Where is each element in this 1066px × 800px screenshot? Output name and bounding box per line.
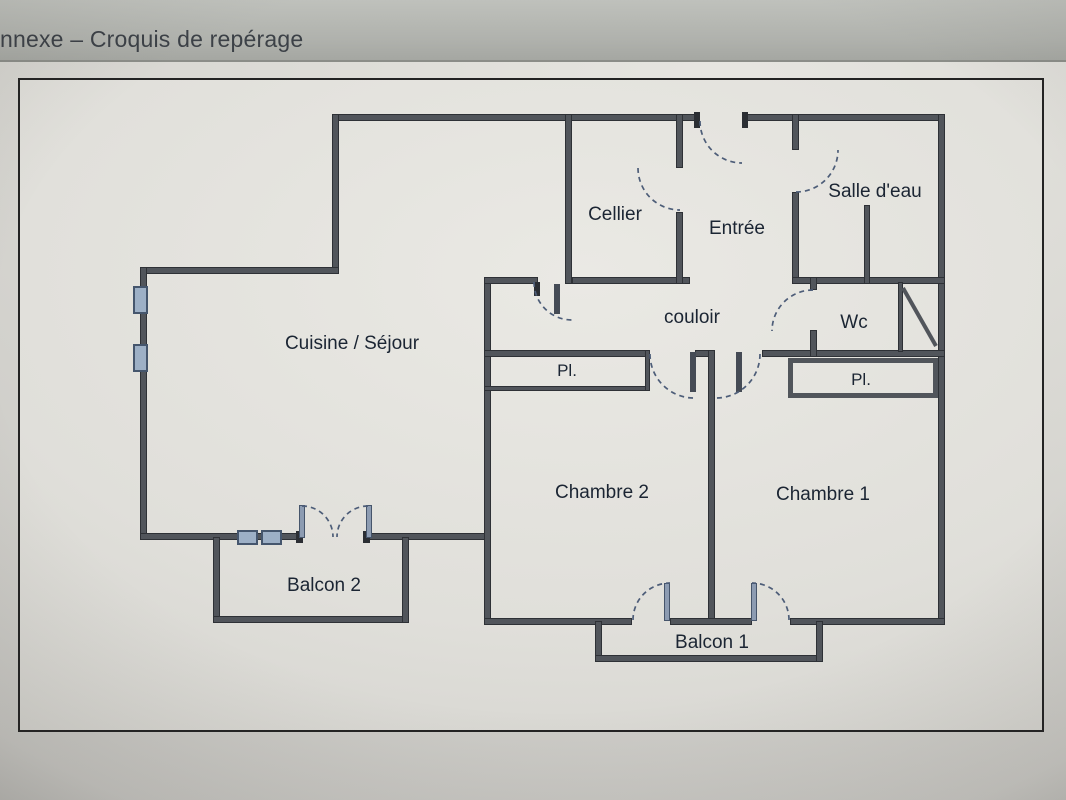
window-symbol (133, 286, 148, 314)
wall-chambre2-left (484, 277, 491, 625)
door-leaf (736, 352, 742, 392)
room-label-wc: Wc (840, 312, 868, 333)
wall-top-a (332, 114, 700, 121)
door-swing-arc (649, 353, 695, 399)
door-jamb (742, 112, 748, 128)
wall-balcon1-bottom (595, 655, 823, 662)
room-label-cuisine-sejour: Cuisine / Séjour (284, 333, 420, 354)
room-label-placard-1: Pl. (851, 370, 871, 389)
wall-top-b (742, 114, 945, 121)
room-label-chambre-1: Chambre 1 (776, 484, 870, 505)
wall-left (140, 267, 147, 540)
wall-right (938, 114, 945, 625)
door-leaf (664, 583, 670, 621)
door-jamb (694, 112, 700, 128)
page-header: nnexe – Croquis de repérage (0, 0, 1066, 62)
wall-chambres-bottom-c (790, 618, 945, 625)
wall-wc-duct (898, 282, 903, 352)
door-swing-arc (301, 505, 334, 538)
window-symbol (133, 344, 148, 372)
door-leaf (299, 505, 305, 538)
wall-couloir-top-a (484, 277, 538, 284)
wall-chambres-bottom-b (670, 618, 752, 625)
wall-couloir-top-b (572, 277, 690, 284)
placard1-box (788, 358, 938, 398)
door-swing-arc (637, 167, 681, 211)
room-label-balcon-2: Balcon 2 (287, 575, 361, 596)
wall-wc-left-a (810, 277, 817, 290)
door-leaf (366, 505, 372, 538)
door-swing-arc (751, 582, 790, 621)
wall-salle-deau-partition (864, 205, 870, 284)
wall-balcon2-bottom (213, 616, 409, 623)
wall-cellier-right-b (676, 212, 683, 284)
wall-entree-divider-a (792, 114, 799, 150)
room-label-placard-2: Pl. (557, 361, 577, 380)
wall-balcon1-right (816, 621, 823, 662)
wall-upper-left (332, 114, 339, 274)
room-label-chambre-2: Chambre 2 (555, 482, 649, 503)
wall-wc-left-b (810, 330, 817, 357)
room-label-cellier: Cellier (588, 204, 642, 225)
duct-diagonal (901, 287, 938, 347)
room-label-balcon-1: Balcon 1 (675, 632, 749, 653)
door-swing-arc (699, 120, 743, 164)
room-label-couloir: couloir (664, 307, 720, 328)
wall-couloir-bottom-c (762, 350, 945, 357)
wall-cellier-left (565, 114, 572, 284)
door-leaf (554, 284, 560, 314)
door-leaf (690, 352, 696, 392)
wall-chambre-divider (708, 350, 715, 625)
wall-balcon2-left (213, 537, 220, 623)
wall-cellier-right-a (676, 114, 683, 168)
wall-couloir-bottom-stub (695, 350, 715, 357)
wall-placard2-bottom (484, 386, 650, 391)
wall-cuisine-bottom-a (140, 533, 302, 540)
room-label-salle-d-eau: Salle d'eau (828, 181, 922, 202)
wall-placard2-right (645, 350, 650, 391)
wall-entree-divider-b (792, 192, 799, 284)
window-symbol (261, 530, 282, 545)
door-jamb (534, 282, 540, 296)
window-symbol (237, 530, 258, 545)
wall-couloir-bottom-a (484, 350, 648, 357)
wall-balcon2-right (402, 537, 409, 623)
page-title: nnexe – Croquis de repérage (0, 26, 304, 52)
door-leaf (751, 583, 757, 621)
wall-mid-left-horizontal (140, 267, 339, 274)
wall-cuisine-bottom-b (368, 533, 491, 540)
room-label-entree: Entrée (709, 218, 765, 239)
wall-chambres-bottom-a (484, 618, 632, 625)
wall-balcon1-left (595, 621, 602, 662)
door-swing-arc (771, 289, 814, 332)
